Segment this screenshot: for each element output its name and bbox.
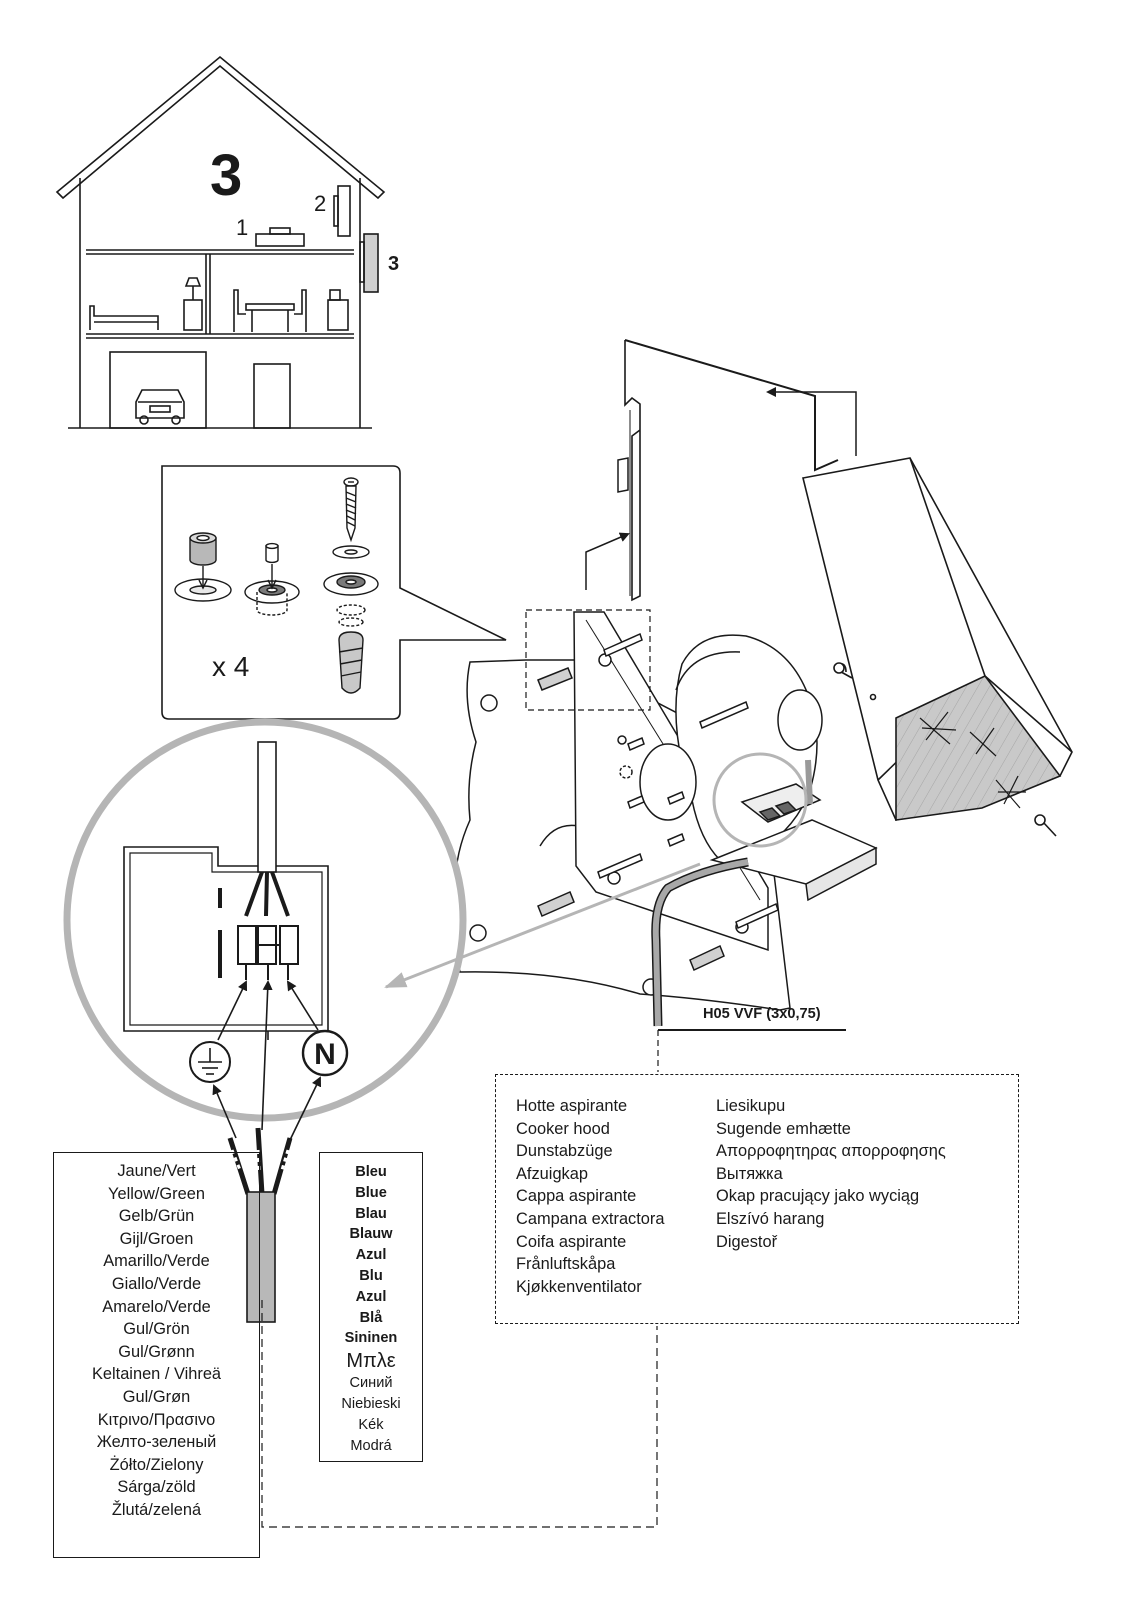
- color-name: Blå: [359, 1309, 383, 1326]
- hood-names-column-1: Hotte aspirante Cooker hood Dunstabzüge …: [516, 1095, 665, 1298]
- color-name: Blue: [355, 1184, 387, 1201]
- connection-detail: N: [63, 718, 701, 1141]
- color-name: Azul: [355, 1288, 387, 1305]
- quantity-label: x 4: [212, 651, 249, 682]
- hood-name: Coifa aspirante: [516, 1232, 627, 1251]
- hood-name: Dunstabzüge: [516, 1142, 613, 1161]
- color-name: Gijl/Groen: [119, 1229, 194, 1248]
- color-name: Blauw: [349, 1226, 393, 1243]
- color-name: Yellow/Green: [108, 1184, 205, 1203]
- color-name: Sárga/zöld: [117, 1478, 196, 1497]
- hood-name: Вытяжка: [716, 1164, 783, 1183]
- house-label-2: 2: [314, 191, 326, 216]
- color-name: Blau: [355, 1205, 387, 1222]
- color-name: Κιτρινο/Πρασινο: [97, 1410, 216, 1429]
- wall-bracket-assembly: [453, 339, 878, 1072]
- rubber-bush-icon: [174, 532, 232, 602]
- color-name: Amarillo/Verde: [103, 1252, 210, 1271]
- color-name: Bleu: [355, 1164, 387, 1180]
- color-name: Niebieski: [341, 1395, 401, 1412]
- hood-name: Cappa aspirante: [516, 1187, 637, 1206]
- spacer-icon: [244, 542, 300, 616]
- color-name: Giallo/Verde: [111, 1274, 202, 1293]
- hood-name: Okap pracujący jako wyciąg: [716, 1187, 920, 1206]
- color-name: Μπλε: [346, 1350, 396, 1373]
- house-big-number: 3: [210, 143, 242, 208]
- house-label-3: 3: [388, 253, 399, 275]
- yellow-green-wire-colors: Jaune/Vert Yellow/Green Gelb/Grün Gijl/G…: [53, 1152, 260, 1558]
- hood-name: Liesikupu: [716, 1097, 786, 1115]
- color-name: Синий: [349, 1375, 393, 1392]
- hood-name: Hotte aspirante: [516, 1097, 628, 1115]
- color-name: Kék: [358, 1416, 384, 1433]
- hood-name: Cooker hood: [516, 1119, 610, 1138]
- cooker-hood-names: Hotte aspirante Cooker hood Dunstabzüge …: [495, 1074, 1019, 1324]
- hood-name: Kjøkkenventilator: [516, 1277, 642, 1296]
- hood-name: Απορροφητηρας απορροφησης: [716, 1142, 946, 1161]
- hood-name: Campana extractora: [516, 1209, 665, 1228]
- fixing-detail-callout: x 4: [161, 465, 507, 720]
- screw-assembly-icon: [323, 477, 379, 694]
- color-name: Keltainen / Vihreä: [91, 1365, 222, 1384]
- cooker-hood-body: [802, 457, 1073, 837]
- cable-spec: H05 VVF (3x0,75): [703, 1006, 821, 1022]
- blue-wire-colors: Bleu Blue Blau Blauw Azul Blu Azul Blå S…: [319, 1152, 423, 1462]
- hood-name: Afzuigkap: [516, 1164, 588, 1183]
- color-name: Желто-зеленый: [96, 1433, 217, 1452]
- hood-name: Frånluftskåpa: [516, 1255, 616, 1274]
- hood-names-column-2: Liesikupu Sugende emhætte Απορροφητηρας …: [716, 1095, 946, 1253]
- neutral-symbol: N: [314, 1038, 336, 1071]
- hood-name: Digestoř: [716, 1232, 778, 1251]
- color-name: Żółto/Zielony: [109, 1455, 204, 1474]
- house-label-1: 1: [236, 215, 248, 240]
- hood-name: Sugende emhætte: [716, 1119, 851, 1138]
- house-illustration: [55, 55, 386, 429]
- hood-name: Elszívó harang: [716, 1209, 825, 1228]
- color-name: Modrá: [350, 1437, 392, 1454]
- color-name: Gul/Grøn: [122, 1387, 191, 1406]
- color-name: Žlutá/zelená: [111, 1500, 202, 1519]
- color-name: Azul: [355, 1247, 387, 1264]
- color-name: Gul/Grön: [123, 1320, 190, 1339]
- cable-end: [227, 1127, 658, 1528]
- color-name: Gul/Grønn: [118, 1342, 195, 1361]
- color-name: Jaune/Vert: [117, 1162, 196, 1180]
- color-name: Amarelo/Verde: [102, 1297, 211, 1316]
- color-name: Sininen: [344, 1330, 398, 1347]
- color-name: Gelb/Grün: [118, 1207, 195, 1226]
- color-name: Blu: [359, 1267, 383, 1284]
